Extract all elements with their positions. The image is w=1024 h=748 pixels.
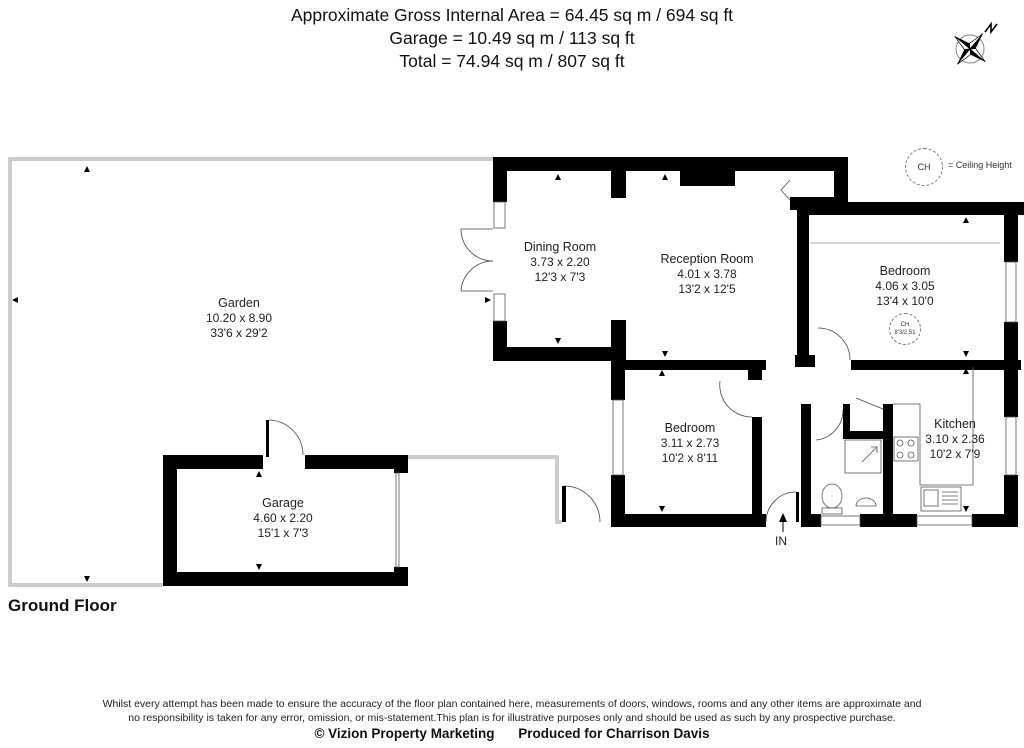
gross-internal-area: Approximate Gross Internal Area = 64.45 … <box>290 5 734 25</box>
disclaimer-line-2: no responsibility is taken for any error… <box>128 712 896 724</box>
disclaimer-line-1: Whilst every attempt has been made to en… <box>102 698 922 710</box>
entrance-arrow-icon <box>779 513 787 532</box>
shower-tray-icon <box>844 439 882 474</box>
bathroom-fixtures <box>821 439 882 515</box>
hob-icon <box>893 436 919 462</box>
copyright-text: © Vizion Property Marketing <box>314 726 495 741</box>
basin-icon <box>855 497 877 507</box>
compass-rose-icon <box>954 21 998 65</box>
floor-title: Ground Floor <box>8 596 117 615</box>
entrance-label: IN <box>775 534 787 548</box>
area-summary: Approximate Gross Internal Area = 64.45 … <box>0 4 1024 73</box>
footer: Whilst every attempt has been made to en… <box>0 697 1024 741</box>
total-area: Total = 74.94 sq m / 807 sq ft <box>399 51 625 71</box>
ceiling-height-legend-text: = Ceiling Height <box>948 160 1012 170</box>
house-walls <box>163 157 1024 586</box>
produced-for-text: Produced for Charrison Davis <box>518 726 710 741</box>
windows <box>395 201 1017 568</box>
kitchen-fixtures <box>810 242 1000 512</box>
doors <box>268 228 884 523</box>
garage-area: Garage = 10.49 sq m / 113 sq ft <box>389 28 635 48</box>
sink-icon <box>920 486 962 512</box>
north-indicator-icon <box>984 21 998 35</box>
ceiling-height-legend-symbol: CH <box>905 148 943 186</box>
dimension-markers <box>12 166 969 582</box>
toilet-icon <box>821 483 843 509</box>
credits: © Vizion Property Marketing Produced for… <box>0 726 1024 741</box>
